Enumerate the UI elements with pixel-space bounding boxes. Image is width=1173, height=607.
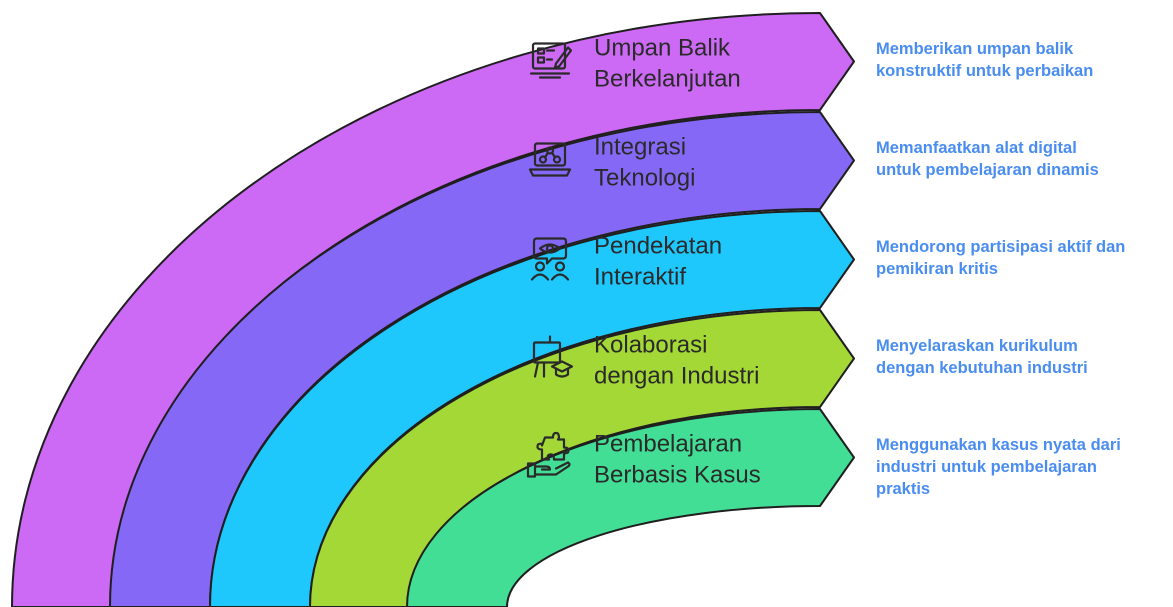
stage-description-line: dengan kebutuhan industri: [876, 359, 1088, 377]
stage-description-line: praktis: [876, 480, 931, 498]
stage-description-line: konstruktif untuk perbaikan: [876, 62, 1094, 80]
stage-description-line: Menyelaraskan kurikulum: [876, 337, 1078, 355]
stage-title-line: Berkelanjutan: [594, 66, 741, 93]
stage-description-line: Mendorong partisipasi aktif dan: [876, 238, 1126, 256]
stage-title-line: Kolaborasi: [594, 332, 707, 359]
stage-title-line: dengan Industri: [594, 363, 759, 390]
easel-graduation-icon: [532, 335, 574, 378]
stage-description-line: untuk pembelajaran dinamis: [876, 161, 1099, 179]
stage-band-5: [406, 408, 855, 607]
stage-description-line: Memberikan umpan balik: [876, 40, 1074, 58]
stage-description: Mendorong partisipasi aktif dan pemikiran…: [876, 236, 1171, 280]
stage-description: Menyelaraskan kurikulum dengan kebutuhan …: [876, 335, 1171, 379]
stage-description-line: Menggunakan kasus nyata dari: [876, 436, 1121, 454]
monitor-feedback-icon: [529, 42, 573, 79]
laptop-network-icon: [528, 142, 572, 177]
stage-title-line: Teknologi: [594, 165, 695, 192]
stage-title-line: Interaktif: [594, 264, 686, 291]
hand-puzzle-icon: [526, 431, 571, 478]
stage-title-line: Berbasis Kasus: [594, 462, 761, 489]
stage-description-line: pemikiran kritis: [876, 260, 998, 278]
stage-title-line: Integrasi: [594, 134, 686, 161]
stage-title-line: Pembelajaran: [594, 431, 742, 458]
stage-title-line: Pendekatan: [594, 233, 722, 260]
stage-description: Memberikan umpan balik konstruktif untuk …: [876, 38, 1171, 82]
stage-description: Memanfaatkan alat digital untuk pembelaja…: [876, 137, 1171, 181]
stage-description-line: industri untuk pembelajaran: [876, 458, 1097, 476]
stage-description: Menggunakan kasus nyata dari industri unt…: [876, 434, 1171, 500]
stage-title-line: Umpan Balik: [594, 35, 731, 62]
stage-description-line: Memanfaatkan alat digital: [876, 139, 1077, 157]
eye-people-icon: [530, 237, 570, 281]
